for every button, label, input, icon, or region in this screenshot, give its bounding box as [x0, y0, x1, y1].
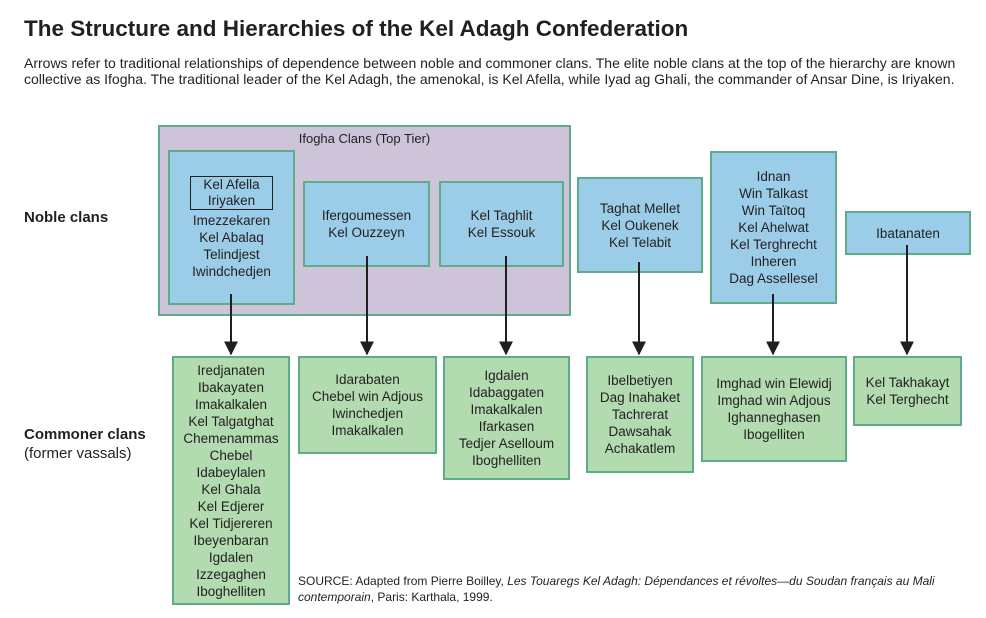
clan-name: Ibeyenbaran — [193, 532, 269, 548]
row-label-noble-text: Noble clans — [24, 209, 109, 226]
clan-name: Tedjer Aselloum — [458, 436, 555, 451]
clan-name: Achakatlem — [604, 441, 676, 456]
clan-name: Dawsahak — [608, 424, 672, 439]
clan-name: Idabaggaten — [468, 385, 545, 400]
clan-name: Izzegaghen — [196, 566, 266, 582]
ifogha-group-title: Ifogha Clans (Top Tier) — [298, 131, 431, 146]
clan-name: Ibogelliten — [743, 427, 805, 442]
clan-name: Imghad win Elewidj — [716, 376, 832, 391]
highlighted-clans-frame: Kel Afella Iriyaken — [190, 175, 273, 210]
clan-name: Ibakayaten — [197, 379, 265, 395]
row-label-noble: Noble clans — [24, 208, 108, 227]
clan-name: Iriyaken — [207, 192, 256, 208]
clan-name: Kel Telabit — [608, 234, 672, 250]
clan-name: Chebel win Adjous — [311, 389, 424, 404]
clan-name: Kel Afella — [203, 176, 260, 192]
clan-name: Imghad win Adjous — [717, 393, 831, 408]
clan-name: Iwindchedjen — [192, 263, 271, 279]
row-label-commoner-subtitle: (former vassals) — [24, 445, 132, 462]
clan-name: Iredjanaten — [197, 362, 265, 378]
commoner-box-3: Igdalen Idabaggaten Imakalkalen Ifarkase… — [443, 356, 570, 480]
clan-name: Igdalen — [484, 368, 529, 383]
clan-name: Imakalkalen — [470, 402, 543, 417]
clan-name: Taghat Mellet — [599, 200, 681, 216]
noble-box-5: Idnan Win Talkast Win Taïtoq Kel Ahelwat… — [710, 151, 837, 304]
commoner-box-6: Kel Takhakayt Kel Terghecht — [853, 356, 962, 426]
clan-name: Dag Assellesel — [729, 271, 818, 286]
clan-name: Kel Oukenek — [601, 217, 679, 233]
clan-name: Dag Inahaket — [599, 390, 681, 405]
clan-name: Telindjest — [203, 246, 260, 262]
noble-box-1: Kel Afella Iriyaken Imezzekaren Kel Abal… — [168, 150, 295, 305]
clan-name: Kel Ouzzeyn — [328, 225, 405, 240]
clan-name: Kel Essouk — [467, 225, 536, 240]
clan-name: Inheren — [750, 254, 797, 269]
diagram-title: The Structure and Hierarchies of the Kel… — [24, 16, 689, 41]
clan-name: Win Talkast — [739, 186, 808, 201]
clan-name: Idarabaten — [335, 372, 400, 387]
commoner-box-4: Ibelbetiyen Dag Inahaket Tachrerat Dawsa… — [586, 356, 694, 473]
clan-name: Kel Terghrecht — [730, 237, 817, 252]
source-book-title: Les Touaregs Kel Adagh: Dépendances et r… — [298, 574, 935, 604]
clan-name: Kel Abalaq — [199, 229, 264, 245]
commoner-box-2: Idarabaten Chebel win Adjous Iwinchedjen… — [298, 356, 437, 454]
source-prefix: SOURCE: Adapted from Pierre Boilley, — [298, 574, 508, 588]
clan-name: Idnan — [756, 169, 791, 184]
clan-name: Ighanneghasen — [727, 410, 821, 425]
clan-name: Kel Takhakayt — [865, 375, 950, 390]
noble-box-2: Ifergoumessen Kel Ouzzeyn — [303, 181, 430, 267]
commoner-box-5: Imghad win Elewidj Imghad win Adjous Igh… — [701, 356, 847, 462]
clan-name: Kel Tidjereren — [189, 515, 273, 531]
noble-box-3: Kel Taghlit Kel Essouk — [439, 181, 564, 267]
clan-name: Iboghelliten — [471, 453, 542, 468]
clan-name: Tachrerat — [611, 407, 669, 422]
clan-name: Kel Ghala — [201, 481, 261, 497]
clan-name: Kel Edjerer — [197, 498, 265, 514]
row-label-commoner-text: Commoner clans — [24, 426, 146, 443]
diagram-description: Arrows refer to traditional relationship… — [24, 55, 956, 87]
source-suffix: , Paris: Karthala, 1999. — [370, 590, 493, 604]
clan-name: Chemenammas — [183, 430, 279, 446]
row-label-commoner: Commoner clans (former vassals) — [24, 425, 146, 463]
commoner-box-1: Iredjanaten Ibakayaten Imakalkalen Kel T… — [172, 356, 290, 605]
clan-name: Idabeylalen — [196, 464, 266, 480]
clan-name: Win Taïtoq — [741, 203, 806, 218]
clan-name: Imakalkalen — [194, 396, 268, 412]
clan-name: Imezzekaren — [192, 212, 271, 228]
clan-name: Igdalen — [208, 549, 254, 565]
clan-name: Iwinchedjen — [331, 406, 404, 421]
clan-name: Ifarkasen — [478, 419, 535, 434]
clan-name: Kel Taghlit — [470, 208, 533, 223]
clan-name: Kel Terghecht — [866, 392, 949, 407]
noble-box-6: Ibatanaten — [845, 211, 971, 255]
clan-name: Ifergoumessen — [321, 208, 412, 223]
clan-name: Iboghelliten — [196, 583, 266, 599]
clan-name: Kel Ahelwat — [738, 220, 809, 235]
source-citation: SOURCE: Adapted from Pierre Boilley, Les… — [298, 573, 978, 605]
clan-name: Ibelbetiyen — [607, 373, 673, 388]
clan-name: Imakalkalen — [331, 423, 404, 438]
clan-name: Chebel — [209, 447, 253, 463]
clan-name: Ibatanaten — [876, 225, 940, 241]
noble-box-4: Taghat Mellet Kel Oukenek Kel Telabit — [577, 177, 703, 273]
clan-name: Kel Talgatghat — [188, 413, 274, 429]
